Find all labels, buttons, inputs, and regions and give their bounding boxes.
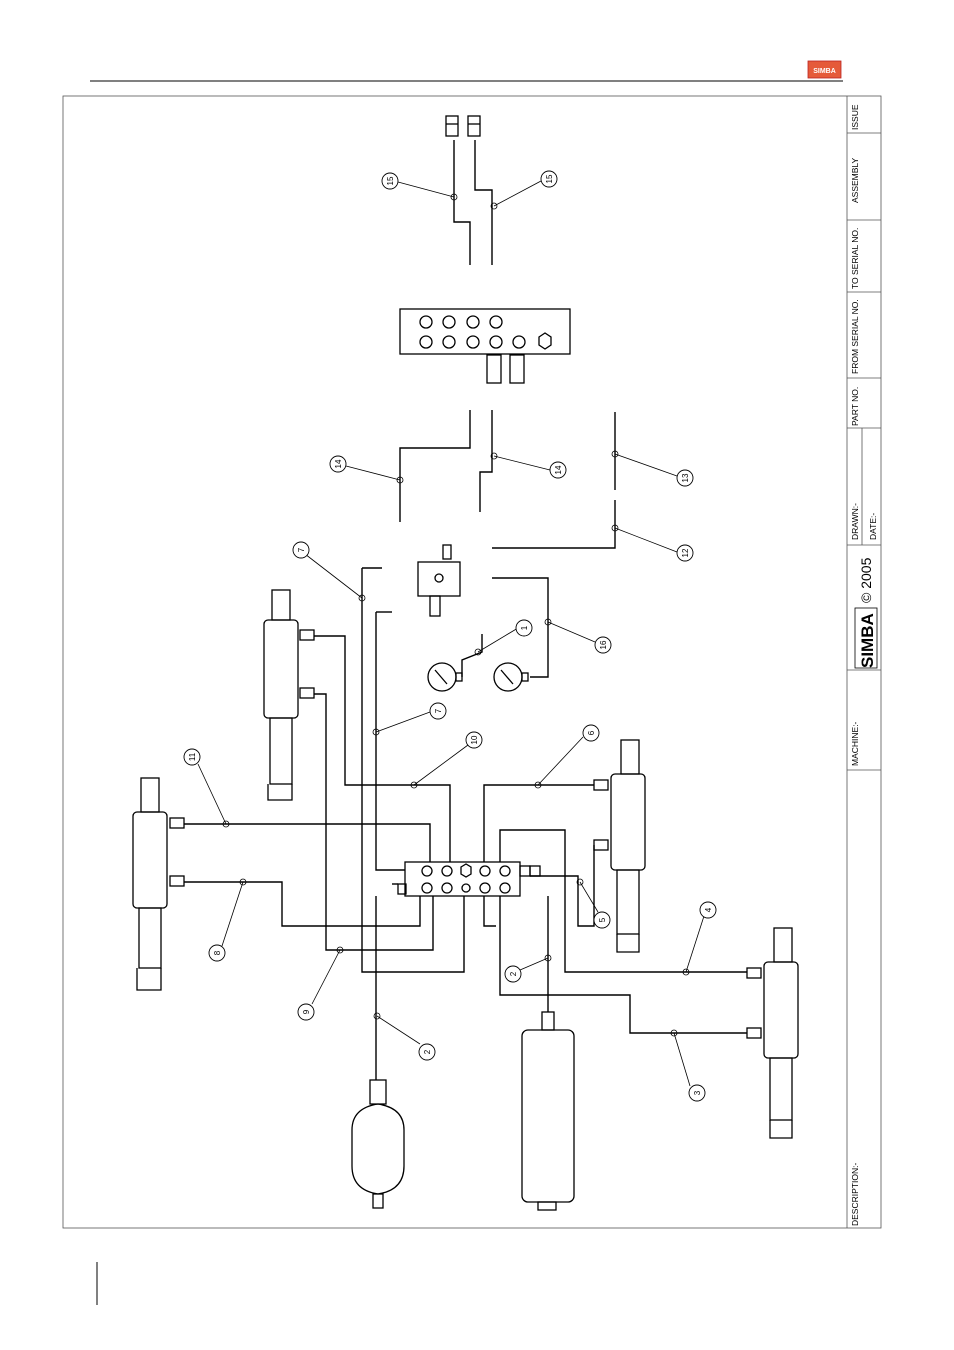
copyright-text: © 2005 <box>858 557 874 603</box>
callout-label: 14 <box>334 459 343 468</box>
callout-c16: 16 <box>595 637 611 653</box>
callout-label: 5 <box>598 917 607 922</box>
callout-c9: 9 <box>298 1004 314 1020</box>
description-label: DESCRIPTION:- <box>850 1163 860 1226</box>
callout-c5: 5 <box>594 912 610 928</box>
assembly-label: ASSEMBLY <box>850 157 860 203</box>
reservoir-icon <box>522 1012 574 1210</box>
part-no-label: PART NO. <box>850 387 860 426</box>
accumulator-icon <box>352 1080 404 1208</box>
callout-c14b: 14 <box>550 462 566 478</box>
callout-c14a: 14 <box>330 456 346 472</box>
issue-label: ISSUE <box>850 104 860 130</box>
callout-label: 2 <box>423 1049 432 1054</box>
brand-text: SIMBA <box>858 613 877 668</box>
hydraulic-cylinder-icon <box>264 590 314 800</box>
callout-c13: 13 <box>677 470 693 486</box>
manifold-block-icon <box>398 862 540 896</box>
machine-label: MACHINE:- <box>850 721 860 766</box>
from-serial-label: FROM SERIAL NO. <box>850 299 860 374</box>
callout-label: 14 <box>554 465 563 474</box>
callout-c8: 8 <box>209 945 225 961</box>
callout-label: 9 <box>302 1009 311 1014</box>
callout-c6: 6 <box>583 725 599 741</box>
callout-label: 15 <box>545 174 554 183</box>
callout-c15a: 15 <box>382 173 398 189</box>
drawn-label: DRAWN:- <box>850 503 860 540</box>
callout-label: 16 <box>599 640 608 649</box>
hydraulic-cylinder-icon <box>747 928 798 1138</box>
callout-label: 1 <box>520 625 529 630</box>
callout-c7b: 7 <box>430 703 446 719</box>
callout-c2b: 2 <box>505 966 521 982</box>
drawing-frame <box>63 96 881 1228</box>
simba-logo-icon: SIMBA <box>808 61 841 78</box>
callout-c12: 12 <box>677 545 693 561</box>
callout-label: 6 <box>587 730 596 735</box>
callout-label: 4 <box>704 907 713 912</box>
hose-lines <box>184 140 747 1080</box>
callout-c1: 1 <box>516 620 532 636</box>
callout-label: 2 <box>509 971 518 976</box>
quick-coupler-icon <box>446 116 480 136</box>
logo-text: SIMBA <box>813 68 836 75</box>
callout-label: 8 <box>213 950 222 955</box>
valve-block-upper-icon <box>400 309 570 383</box>
date-label: DATE:- <box>868 513 878 540</box>
callout-label: 13 <box>681 473 690 482</box>
callout-label: 7 <box>297 547 306 552</box>
callout-c4: 4 <box>700 902 716 918</box>
callout-label: 10 <box>470 735 479 744</box>
callout-label: 3 <box>693 1090 702 1095</box>
hydraulic-cylinder-icon <box>133 778 184 990</box>
callout-label: 15 <box>386 176 395 185</box>
callout-label: 7 <box>434 708 443 713</box>
callout-c7a: 7 <box>293 542 309 558</box>
callout-c15b: 15 <box>541 171 557 187</box>
to-serial-label: TO SERIAL NO. <box>850 228 860 289</box>
callout-c10: 10 <box>466 732 482 748</box>
callout-c11: 11 <box>184 749 200 765</box>
callout-c3: 3 <box>689 1085 705 1101</box>
callout-label: 11 <box>188 752 197 761</box>
callout-label: 12 <box>681 548 690 557</box>
check-valve-icon <box>418 545 460 616</box>
pressure-gauge-icon <box>428 663 528 691</box>
callout-c2a: 2 <box>419 1044 435 1060</box>
